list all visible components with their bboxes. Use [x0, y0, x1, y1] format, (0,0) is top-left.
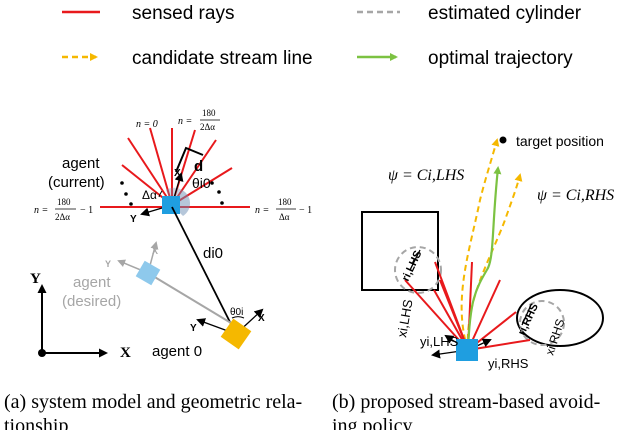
y-rhs-label: yi,RHS	[488, 356, 529, 371]
caption-b-line1: (b) proposed stream-based avoid-	[332, 391, 600, 413]
svg-text:Y: Y	[105, 259, 111, 269]
agent-current-label-1: agent	[62, 155, 100, 172]
panel-a: n = 0 n = 180 2Δα n = 180 2Δα − 1 n = 18…	[30, 108, 312, 361]
delta-alpha-label: Δα	[142, 188, 157, 202]
obstacle-ellipse	[516, 289, 604, 347]
agent-0-label: agent 0	[152, 343, 202, 360]
n-top-lhs: n =	[178, 116, 192, 127]
candidate-stream-lhs	[460, 138, 500, 351]
n-right-num: 180	[278, 197, 292, 207]
x-rhs-label: xi,RHS	[543, 317, 568, 357]
legend: sensed rays estimated cylinder candidate…	[62, 3, 582, 69]
n-right-lhs: n =	[255, 205, 269, 216]
agent-desired-label-2: (desired)	[62, 293, 121, 310]
psi-rhs-label: ψ = Ci,RHS	[537, 187, 614, 204]
psi-lhs-label: ψ = Ci,LHS	[388, 167, 464, 184]
agent-0	[220, 318, 252, 350]
n-zero-label: n = 0	[136, 119, 158, 130]
n-left-num: 180	[57, 197, 71, 207]
svg-text:Y: Y	[190, 323, 197, 334]
d-i0-line	[171, 206, 237, 335]
candidate-stream-lhs-2	[466, 173, 523, 351]
caption-a-line1: (a) system model and geometric rela-	[4, 391, 302, 413]
svg-text:Y: Y	[130, 214, 137, 225]
ray-ellipsis-dots	[120, 181, 224, 206]
agent-desired	[135, 260, 161, 286]
svg-text:X: X	[258, 313, 265, 324]
theta-i0-label: θi0	[192, 175, 211, 191]
n-left-den: 2Δα	[55, 212, 70, 222]
target-position-label: target position	[516, 133, 604, 149]
y-lhs-label: yi,LHS	[420, 334, 459, 349]
theta-0i-label: θ0i	[230, 307, 243, 318]
estimated-cylinder-rhs	[519, 300, 565, 346]
d-i0-label: di0	[203, 245, 223, 262]
target-position-marker	[499, 136, 507, 144]
world-frame-y: Y	[30, 271, 41, 287]
legend-optimal-trajectory-label: optimal trajectory	[428, 48, 573, 69]
legend-candidate-stream-label: candidate stream line	[132, 48, 313, 69]
agent-desired-label-1: agent	[73, 274, 111, 291]
optimal-trajectory	[466, 166, 502, 351]
n-left-tail: − 1	[80, 205, 93, 216]
obstacle-square	[361, 211, 439, 291]
caption-a-line2: tionship	[4, 415, 68, 430]
n-top-den: 2Δα	[200, 122, 215, 132]
n-right-tail: − 1	[299, 205, 312, 216]
legend-sensed-rays-label: sensed rays	[132, 3, 234, 24]
n-left-lhs: n =	[34, 205, 48, 216]
d-label: d	[194, 158, 203, 175]
legend-estimated-cylinder-label: estimated cylinder	[428, 3, 582, 24]
agent-current	[162, 196, 180, 214]
panel-b: target position ψ = Ci,LHS ψ = Ci,RHS ri…	[361, 133, 614, 371]
r-lhs-label: ri,LHS	[400, 249, 425, 283]
captions: (a) system model and geometric rela- tio…	[4, 391, 600, 430]
agent-current-label-2: (current)	[48, 174, 105, 191]
world-frame-x: X	[120, 345, 131, 361]
caption-b-line2: ing policy	[332, 415, 413, 430]
svg-text:X: X	[174, 168, 181, 179]
svg-text:X: X	[152, 246, 158, 256]
n-top-num: 180	[202, 108, 216, 118]
x-lhs-label: xi,LHS	[394, 298, 415, 339]
n-right-den: Δα	[279, 212, 290, 222]
agent-b	[456, 339, 478, 361]
